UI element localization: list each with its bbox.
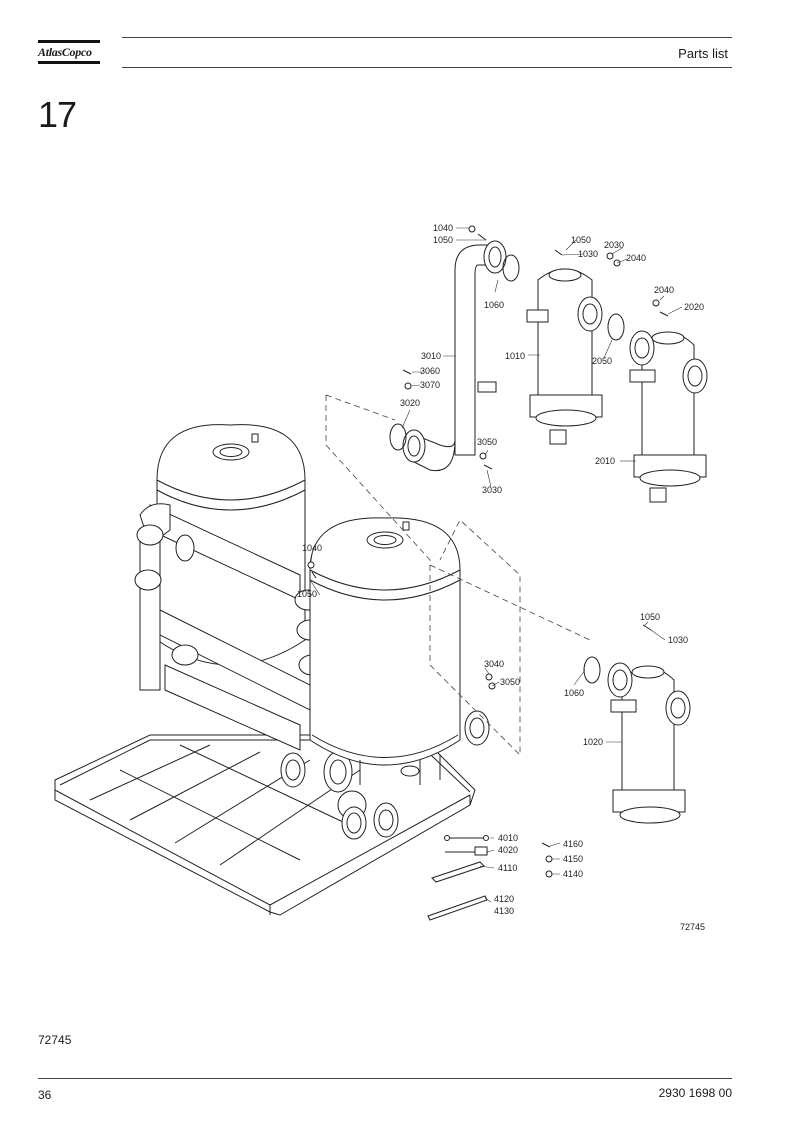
callout-1050: 1050 <box>433 235 453 245</box>
figure-reference: 72745 <box>38 1033 72 1047</box>
exploded-parts-drawing: 1040 1050 1060 1050 1030 2030 2040 2040 … <box>54 223 708 932</box>
callout-4010: 4010 <box>498 833 518 843</box>
callout-1040: 1040 <box>433 223 453 233</box>
assembly-outline <box>325 394 591 756</box>
drawing-figure-number: 72745 <box>680 922 705 932</box>
callout-4020: 4020 <box>498 845 518 855</box>
callout-3010: 3010 <box>421 351 441 361</box>
callout-1060: 1060 <box>484 300 504 310</box>
callout-2010: 2010 <box>595 456 615 466</box>
outlet-pipe <box>389 240 520 472</box>
right-adsorption-tank <box>309 517 490 785</box>
atlas-copco-logo: AtlasCopco <box>38 40 100 68</box>
left-piping <box>134 503 399 840</box>
footer-rule <box>38 1078 732 1079</box>
cable-accessories <box>427 835 489 921</box>
callout-2050: 2050 <box>592 356 612 366</box>
callout-2020: 2020 <box>684 302 704 312</box>
section-title: Parts list <box>678 46 728 61</box>
callout-3030: 3030 <box>482 485 502 495</box>
callout-1060: 1060 <box>564 688 584 698</box>
callout-1010: 1010 <box>505 351 525 361</box>
callout-3040: 3040 <box>484 659 504 669</box>
callout-3070: 3070 <box>420 380 440 390</box>
document-number: 2930 1698 00 <box>658 1086 732 1100</box>
callout-4140: 4140 <box>563 869 583 879</box>
filter-housing-2010 <box>629 330 708 503</box>
logo-wordmark: AtlasCopco <box>38 45 92 59</box>
hardware-bolts-nuts <box>307 225 669 878</box>
callout-3060: 3060 <box>420 366 440 376</box>
filter-housing-1010 <box>526 268 625 445</box>
page-number: 36 <box>38 1088 52 1102</box>
callout-1030: 1030 <box>578 249 598 259</box>
callout-1050: 1050 <box>640 612 660 622</box>
callout-1030: 1030 <box>668 635 688 645</box>
header-rule-bottom <box>122 67 732 68</box>
callout-4150: 4150 <box>563 854 583 864</box>
callout-3050: 3050 <box>500 677 520 687</box>
callout-1050: 1050 <box>297 589 317 599</box>
callout-2030: 2030 <box>604 240 624 250</box>
callout-4160: 4160 <box>563 839 583 849</box>
chapter-number: 17 <box>38 94 77 135</box>
filter-housing-1020 <box>583 656 691 824</box>
callout-4120: 4120 <box>494 894 514 904</box>
callout-3020: 3020 <box>400 398 420 408</box>
callout-3050: 3050 <box>477 437 497 447</box>
header-rule-top <box>122 37 732 38</box>
callout-labels: 1040 1050 1060 1050 1030 2030 2040 2040 … <box>297 223 705 932</box>
callout-2040: 2040 <box>654 285 674 295</box>
callout-1050: 1050 <box>571 235 591 245</box>
callout-2040: 2040 <box>626 253 646 263</box>
callout-4110: 4110 <box>498 863 517 873</box>
callout-1040: 1040 <box>302 543 322 553</box>
callout-4130: 4130 <box>494 906 514 916</box>
callout-leaders <box>309 227 683 903</box>
callout-1020: 1020 <box>583 737 603 747</box>
